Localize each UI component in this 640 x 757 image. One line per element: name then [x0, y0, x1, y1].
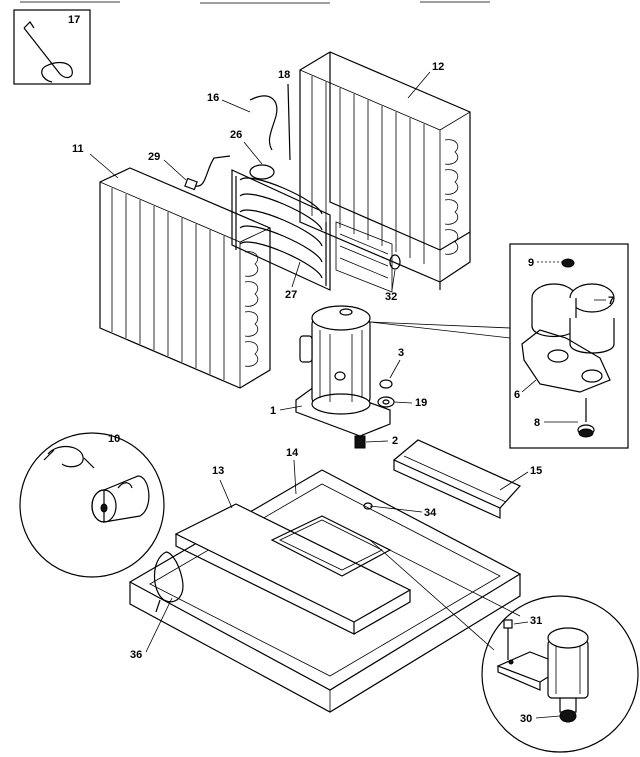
callout-7: 7: [608, 295, 614, 307]
sensor-29: 29: [148, 151, 231, 191]
callout-3: 3: [398, 347, 404, 359]
callout-6: 6: [514, 389, 520, 401]
inset-circle-switch: 31 30: [369, 539, 639, 753]
callout-14: 14: [286, 447, 299, 459]
callout-12: 12: [432, 61, 444, 73]
evaporator-coil-11: 11: [72, 143, 271, 389]
callout-9: 9: [528, 257, 534, 269]
callout-17: 17: [68, 14, 80, 26]
control-tray-13: 13: [174, 465, 412, 635]
callout-13: 13: [212, 465, 224, 477]
callout-18: 18: [278, 69, 290, 81]
callout-30: 30: [520, 713, 532, 725]
callout-36: 36: [130, 649, 142, 661]
inset-box-mounting-bracket: 9 7 6 8: [369, 243, 629, 449]
callout-11: 11: [72, 143, 84, 155]
callout-2: 2: [392, 435, 398, 447]
callout-29: 29: [148, 151, 160, 163]
callout-8: 8: [534, 417, 540, 429]
bracket-15: 15: [392, 439, 542, 519]
wire-16: 16: [207, 92, 278, 151]
callout-32: 32: [385, 291, 397, 303]
compressor-1: 1: [270, 305, 391, 437]
callout-31: 31: [530, 615, 542, 627]
callout-27: 27: [285, 289, 297, 301]
top-edge-fragments: [20, 1, 490, 4]
callout-19: 19: [415, 397, 427, 409]
wire-18: 18: [278, 69, 291, 161]
callout-10: 10: [108, 433, 120, 445]
inset-box-capillary-tube: 17: [13, 9, 91, 85]
harness-36: 36: [130, 551, 184, 661]
mount-parts-2-3-19: 3 19 2: [354, 347, 427, 449]
callout-1: 1: [270, 405, 276, 417]
inset-circle-capacitor: 10: [19, 432, 165, 578]
tubing-assembly-26-27: 26 27 32: [230, 129, 401, 303]
callout-34: 34: [424, 507, 437, 519]
callout-16: 16: [207, 92, 219, 104]
callout-15: 15: [530, 465, 542, 477]
callout-26: 26: [230, 129, 242, 141]
